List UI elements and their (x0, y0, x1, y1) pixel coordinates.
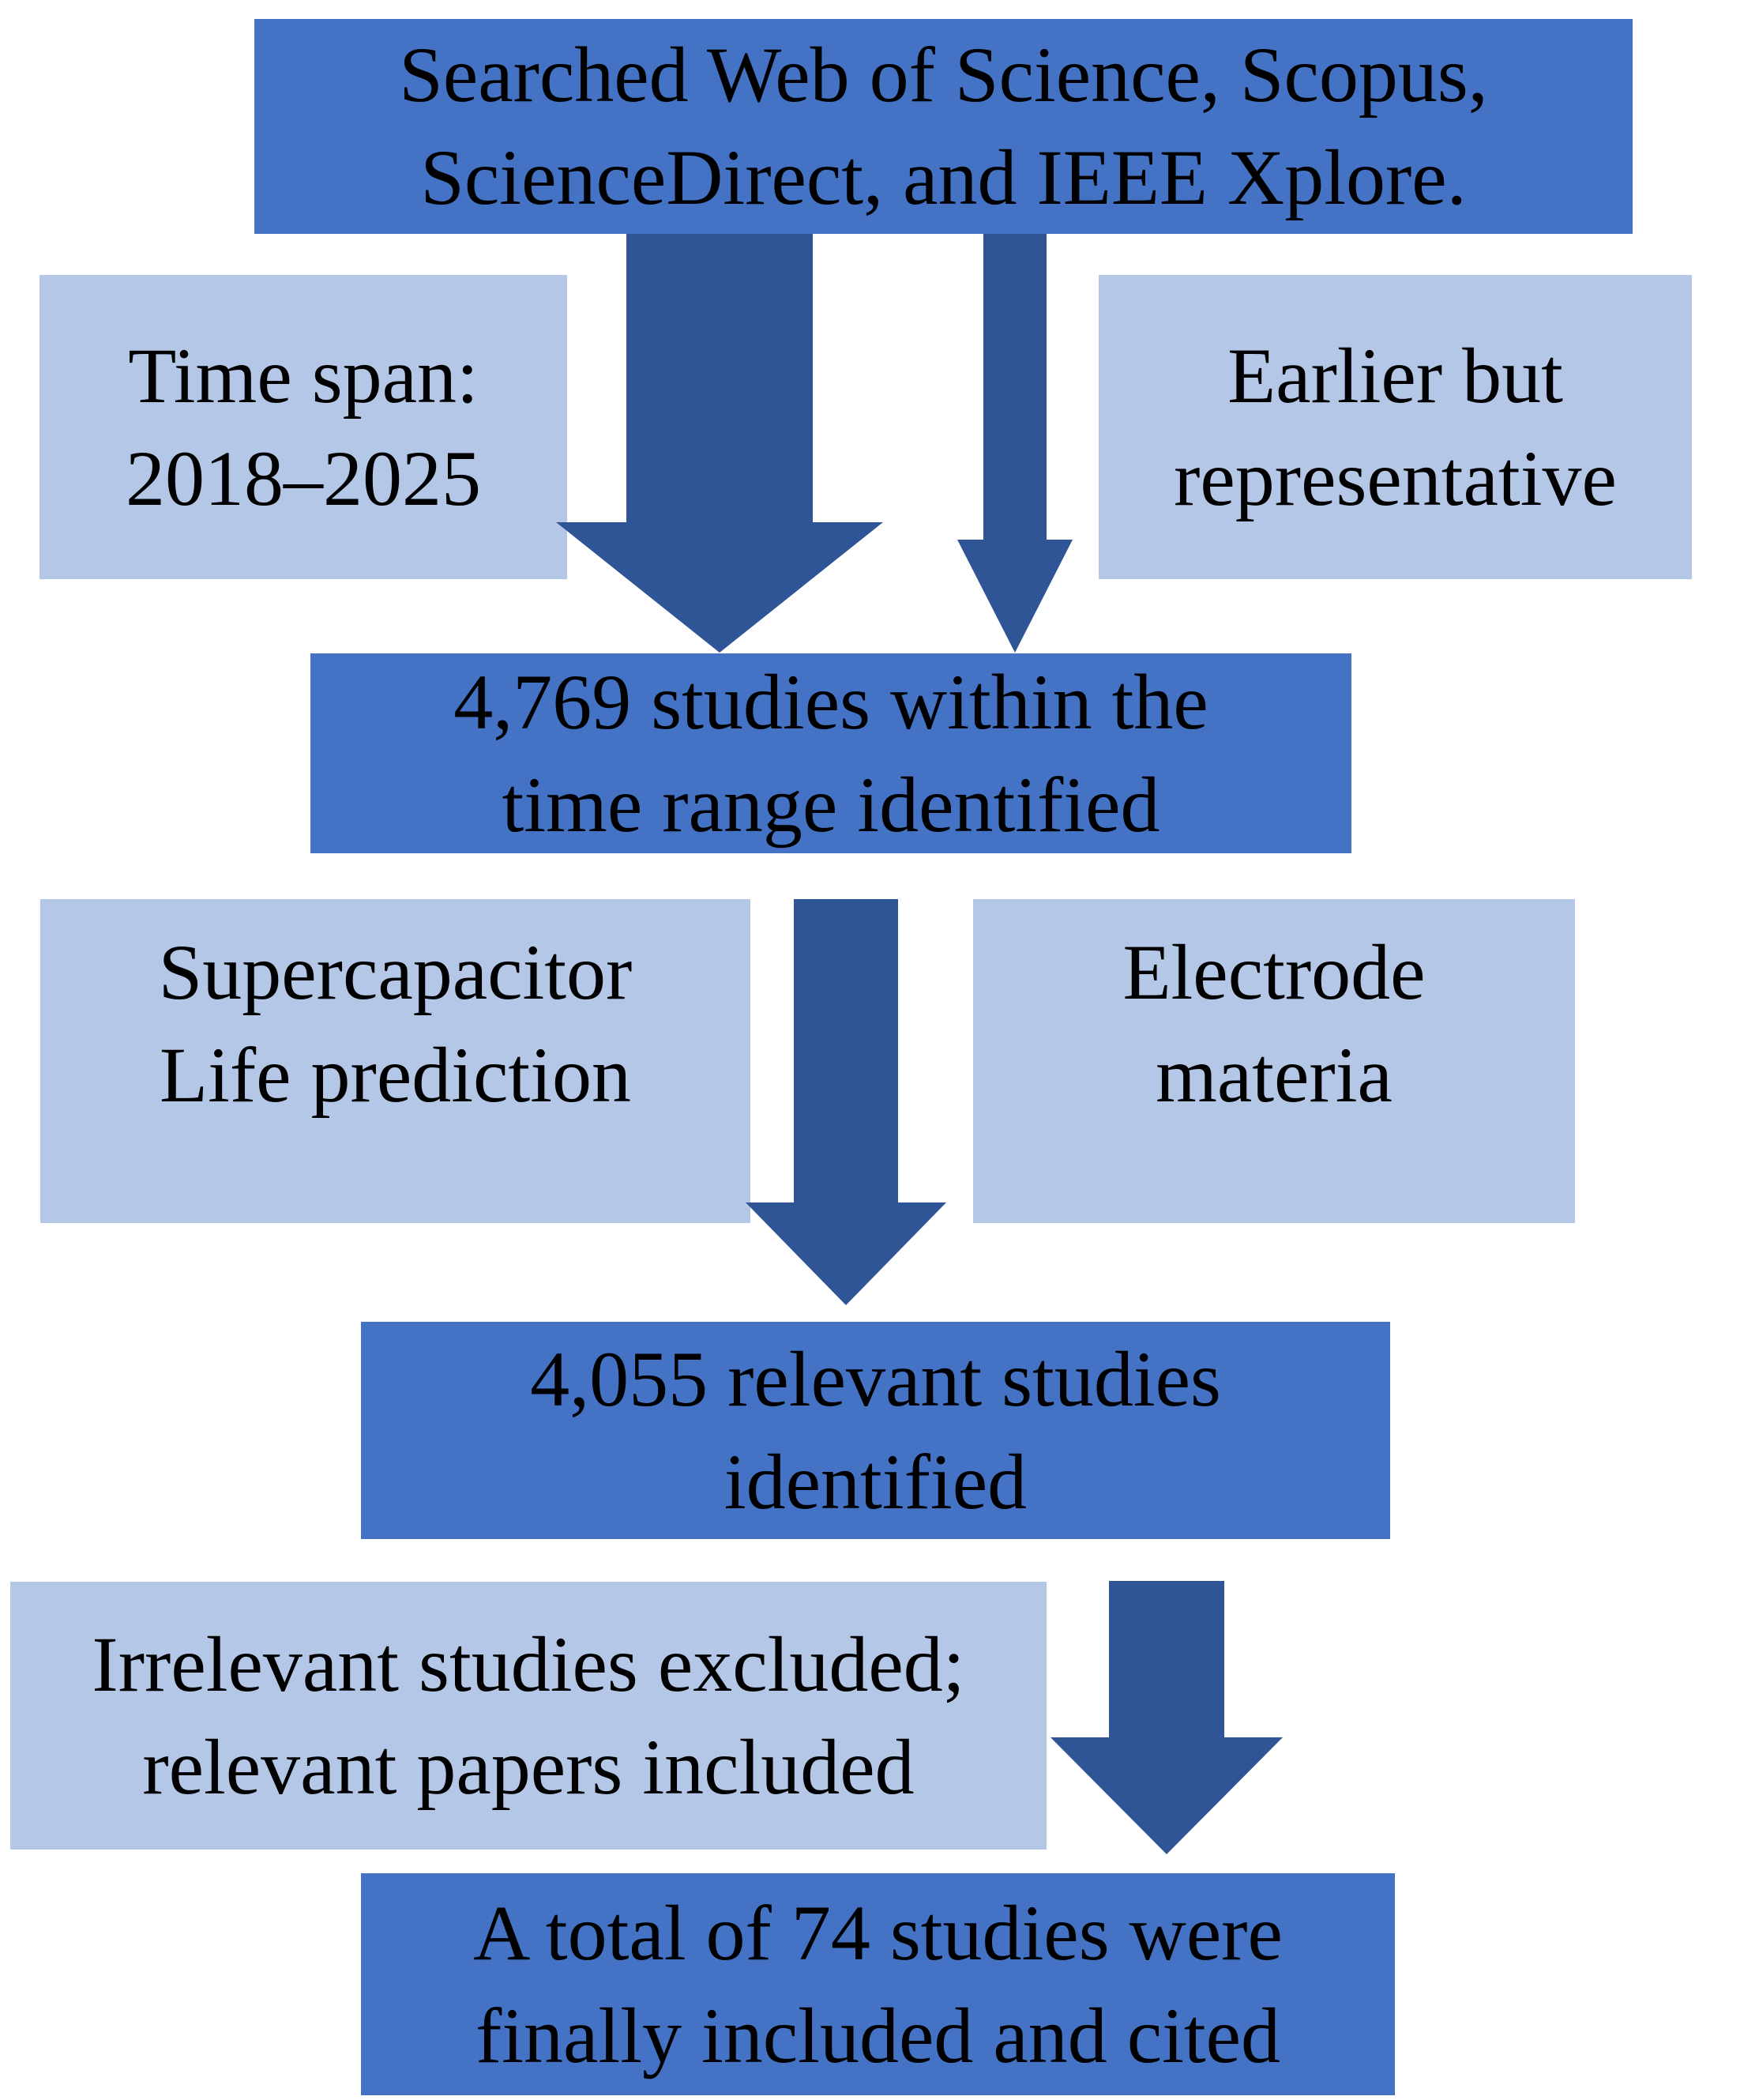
box-excluded-included: Irrelevant studies excluded; relevant pa… (10, 1582, 1047, 1850)
box-relevant-studies: 4,055 relevant studies identified (361, 1322, 1390, 1539)
box-final-included: A total of 74 studies were finally inclu… (361, 1873, 1395, 2095)
down-arrow-middle-icon (746, 899, 946, 1305)
down-arrow-thin-icon (957, 234, 1073, 653)
box-excluded-included-line2: relevant papers included (142, 1722, 915, 1811)
box-earlier-representative-line2: representative (1174, 434, 1617, 522)
box-final-included-line1: A total of 74 studies were (473, 1888, 1283, 1977)
box-supercapacitor-life: Supercapacitor Life prediction (40, 899, 750, 1223)
box-search-sources: Searched Web of Science, Scopus, Science… (254, 19, 1633, 234)
box-electrode-material-line1: Electrode (1122, 928, 1426, 1016)
box-electrode-material: Electrode materia (973, 899, 1575, 1223)
box-studies-in-range-line2: time range identified (502, 760, 1160, 849)
box-studies-in-range-line1: 4,769 studies within the (453, 657, 1208, 746)
box-search-sources-line2: ScienceDirect, and IEEE Xplore. (420, 134, 1467, 221)
box-studies-in-range: 4,769 studies within the time range iden… (310, 653, 1351, 853)
box-time-span-line2: 2018–2025 (126, 434, 481, 522)
down-arrow-wide-icon (556, 234, 883, 653)
box-electrode-material-line2: materia (1156, 1031, 1393, 1119)
box-earlier-representative: Earlier but representative (1099, 275, 1692, 579)
box-relevant-studies-line2: identified (724, 1437, 1028, 1526)
box-earlier-representative-line1: Earlier but (1227, 331, 1563, 420)
box-search-sources-line1: Searched Web of Science, Scopus, (399, 31, 1488, 119)
down-arrow-bottom-icon (1051, 1581, 1283, 1854)
box-supercapacitor-life-line2: Life prediction (160, 1031, 631, 1119)
box-time-span-line1: Time span: (128, 331, 479, 420)
box-relevant-studies-line1: 4,055 relevant studies (530, 1334, 1221, 1423)
box-supercapacitor-life-line1: Supercapacitor (158, 928, 633, 1016)
box-time-span: Time span: 2018–2025 (39, 275, 567, 579)
box-excluded-included-line1: Irrelevant studies excluded; (92, 1620, 965, 1708)
box-final-included-line2: finally included and cited (475, 1991, 1281, 2079)
